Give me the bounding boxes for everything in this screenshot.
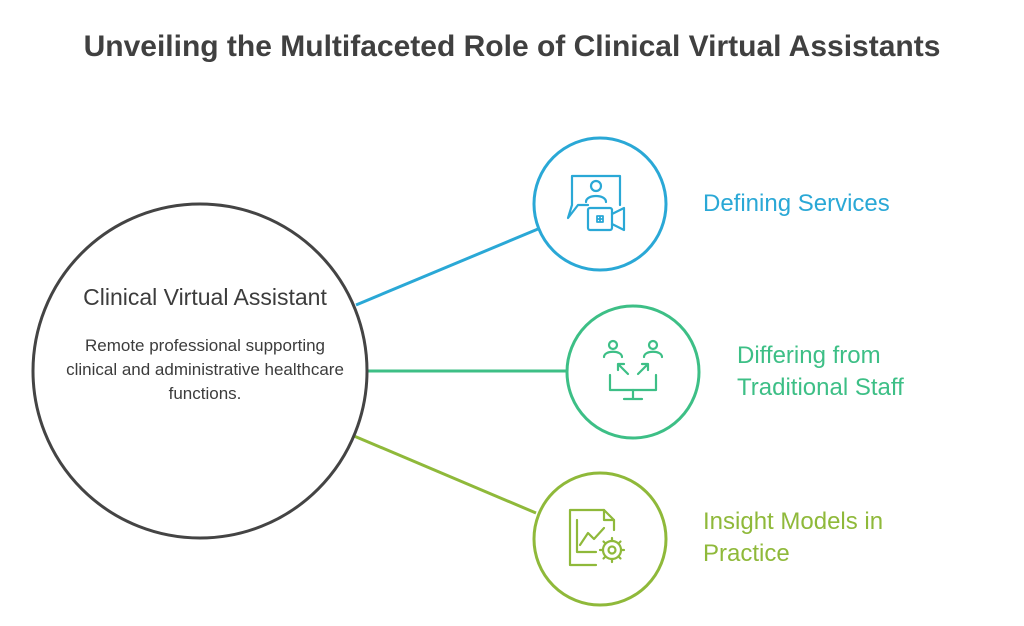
- branch-label-differing-staff: Differing from Traditional Staff: [737, 342, 904, 401]
- page-title: Unveiling the Multifaceted Role of Clini…: [83, 30, 941, 63]
- connector-defining-services: [355, 227, 539, 307]
- central-node: Clinical Virtual Assistant Remote profes…: [60, 282, 350, 406]
- insight-models-circle: [532, 471, 668, 607]
- central-node-title: Clinical Virtual Assistant: [83, 284, 327, 310]
- staff-exchange-icon: [602, 339, 664, 401]
- central-node-description: Remote professional supporting clinical …: [66, 336, 344, 403]
- branch-label-insight-models: Insight Models in Practice: [703, 508, 884, 567]
- branch-label-defining-services: Defining Services: [703, 190, 890, 217]
- differing-staff-circle: [565, 304, 701, 440]
- video-consultation-icon: [566, 174, 626, 232]
- defining-services-circle: [532, 136, 668, 272]
- connector-insight-models: [353, 434, 537, 515]
- chart-document-gear-icon: [568, 508, 626, 567]
- central-node-circle: [31, 202, 369, 540]
